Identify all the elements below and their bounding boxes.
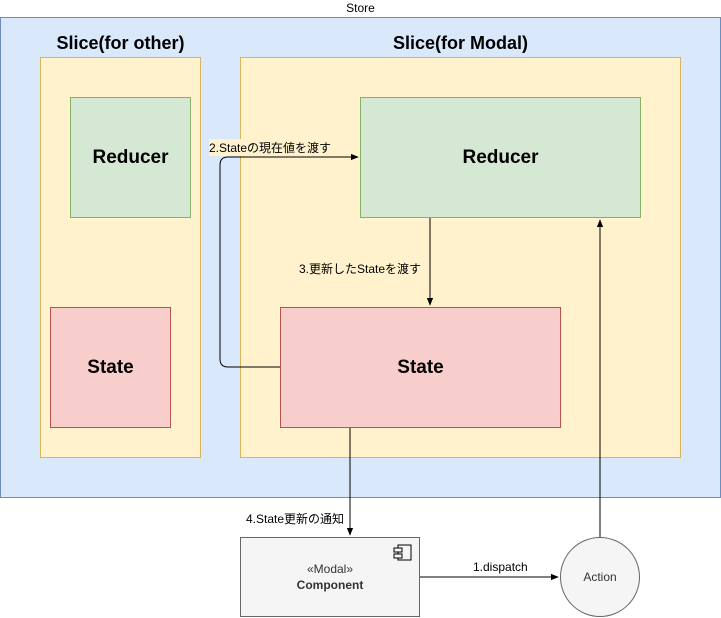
slice-modal-state-label: State — [397, 356, 444, 378]
slice-modal-title: Slice(for Modal) — [392, 33, 528, 53]
slice-other-title: Slice(for other) — [56, 33, 185, 53]
slice-other-state: State — [50, 307, 171, 428]
slice-modal-reducer: Reducer — [360, 97, 641, 218]
action-node: Action — [560, 537, 640, 617]
edge-label-notify: 4.State更新の通知 — [246, 510, 345, 527]
edge-pass-current — [219, 153, 359, 368]
component-name: Component — [296, 578, 364, 592]
edge-label-pass-current: 2.Stateの現在値を渡す — [209, 139, 332, 156]
edge-label-pass-updated: 3.更新したStateを渡す — [299, 260, 422, 277]
slice-other-reducer: Reducer — [70, 97, 191, 218]
component-icon — [393, 544, 412, 561]
store-label: Store — [346, 1, 375, 15]
slice-modal-reducer-label: Reducer — [462, 146, 539, 168]
action-label: Action — [583, 570, 617, 584]
slice-modal-state: State — [280, 307, 561, 428]
slice-other-reducer-label: Reducer — [92, 146, 169, 168]
modal-component: «Modal» Component — [240, 537, 420, 617]
edge-label-dispatch: 1.dispatch — [473, 560, 528, 574]
slice-other-state-label: State — [87, 356, 134, 378]
component-stereotype: «Modal» — [306, 562, 354, 576]
